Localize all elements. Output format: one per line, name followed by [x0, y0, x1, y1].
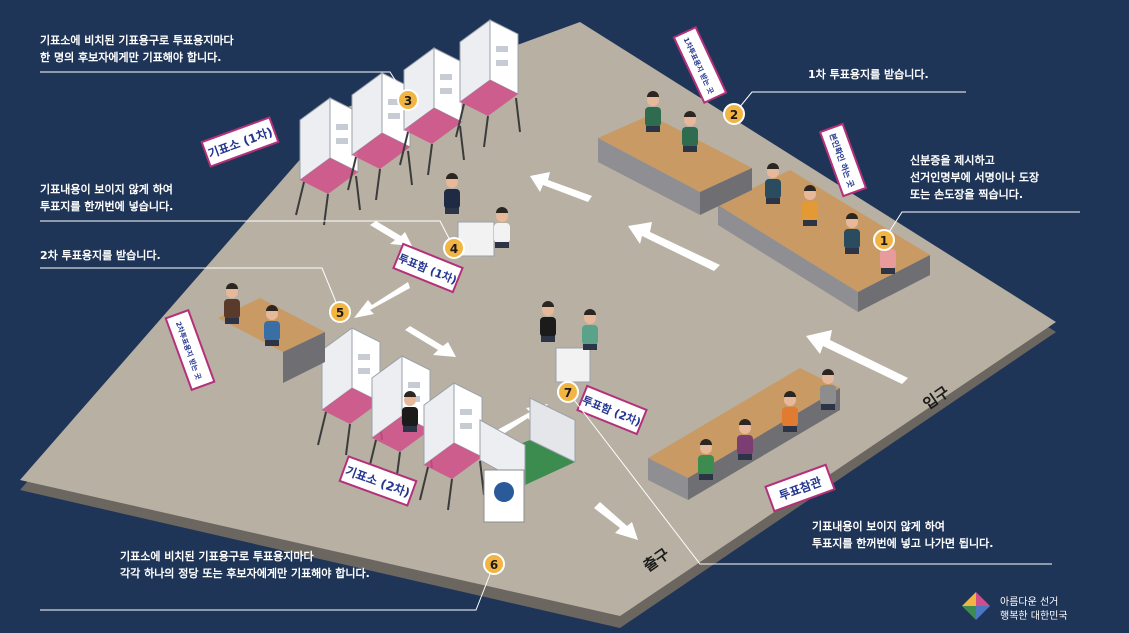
step-marker-4: 4	[443, 237, 465, 259]
caption-step-1: 신분증을 제시하고 선거인명부에 서명이나 도장 또는 손도장을 찍습니다.	[910, 152, 1039, 203]
caption-step-1-line-1: 신분증을 제시하고	[910, 154, 995, 167]
booths-2nd	[317, 327, 576, 523]
caption-step-4: 기표내용이 보이지 않게 하여 투표지를 한꺼번에 넣습니다.	[40, 181, 173, 215]
arrow-icon	[628, 222, 720, 271]
caption-step-3-line-2: 한 명의 후보자에게만 기표해야 합니다.	[40, 51, 222, 64]
step-marker-1: 1	[873, 229, 895, 251]
caption-step-7-line-2: 투표지를 한꺼번에 넣고 나가면 됩니다.	[812, 537, 994, 550]
arrow-icon	[370, 221, 412, 246]
caption-step-5-line-1: 2차 투표용지를 받습니다.	[40, 249, 161, 262]
step-marker-7: 7	[557, 381, 579, 403]
arrow-icon	[594, 502, 638, 540]
arrow-icon	[354, 282, 410, 318]
caption-step-7: 기표내용이 보이지 않게 하여 투표지를 한꺼번에 넣고 나가면 됩니다.	[812, 518, 993, 552]
step-number-1: 1	[880, 234, 888, 248]
caption-step-3: 기표소에 비치된 기표용구로 투표용지마다 한 명의 후보자에게만 기표해야 합…	[40, 32, 234, 66]
step-marker-2: 2	[723, 103, 745, 125]
step-number-3: 3	[404, 94, 412, 108]
brand-line-1: 아름다운 선거	[1000, 597, 1059, 608]
brand-slogan: 아름다운 선거 행복한 대한민국	[1000, 596, 1068, 624]
caption-step-3-line-1: 기표소에 비치된 기표용구로 투표용지마다	[40, 34, 234, 47]
caption-step-7-line-1: 기표내용이 보이지 않게 하여	[812, 520, 945, 533]
caption-step-2: 1차 투표용지를 받습니다.	[808, 66, 929, 83]
caption-step-1-line-2: 선거인명부에 서명이나 도장	[910, 171, 1040, 184]
caption-step-6: 기표소에 비치된 기표용구로 투표용지마다 각각 하나의 정당 또는 후보자에게…	[120, 548, 370, 582]
step-number-4: 4	[450, 242, 458, 256]
arrow-icon	[530, 172, 592, 202]
step-marker-3: 3	[397, 89, 419, 111]
ballot-box-2nd	[555, 347, 591, 383]
caption-step-5: 2차 투표용지를 받습니다.	[40, 247, 161, 264]
caption-step-4-line-2: 투표지를 한꺼번에 넣습니다.	[40, 200, 174, 213]
brand-logo-icon	[962, 592, 990, 620]
caption-step-6-line-2: 각각 하나의 정당 또는 후보자에게만 기표해야 합니다.	[120, 567, 370, 580]
step-number-5: 5	[336, 306, 344, 320]
step-marker-5: 5	[329, 301, 351, 323]
sign-observers: 투표참관	[764, 463, 836, 513]
caption-step-4-line-1: 기표내용이 보이지 않게 하여	[40, 183, 173, 196]
caption-step-2-line-1: 1차 투표용지를 받습니다.	[808, 68, 929, 81]
step-number-6: 6	[490, 558, 498, 572]
step-marker-6: 6	[483, 553, 505, 575]
brand-line-2: 행복한 대한민국	[1000, 611, 1068, 622]
caption-step-6-line-1: 기표소에 비치된 기표용구로 투표용지마다	[120, 550, 314, 563]
arrow-icon	[405, 326, 456, 357]
step-markers: 1 2 3 4 5 6 7	[329, 89, 895, 575]
step-number-7: 7	[564, 386, 572, 400]
caption-step-1-line-3: 또는 손도장을 찍습니다.	[910, 188, 1024, 201]
floor	[20, 22, 1056, 616]
arrow-icon	[806, 330, 908, 384]
desk-first-ballot	[598, 115, 752, 215]
sign-id-check: 본인확인 하는 곳	[818, 122, 868, 198]
step-number-2: 2	[730, 108, 738, 122]
